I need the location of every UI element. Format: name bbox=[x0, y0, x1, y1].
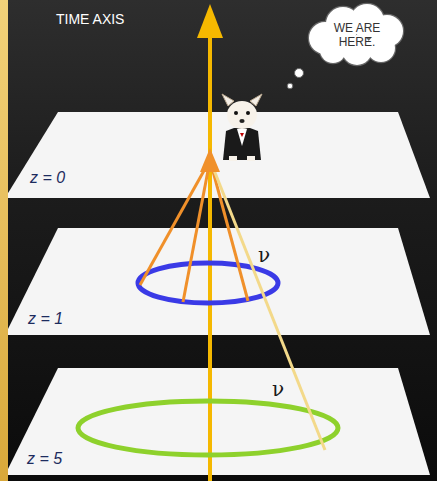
redshift-label: z = 1 bbox=[28, 310, 63, 328]
neutrino-symbol: ν bbox=[272, 379, 284, 399]
side-strip bbox=[0, 0, 8, 481]
thought-text: WE ARE HERE. bbox=[326, 21, 388, 50]
redshift-plane bbox=[5, 112, 430, 198]
redshift-plane: z = 0 bbox=[5, 112, 430, 198]
redshift-plane: z = 1 bbox=[5, 228, 430, 335]
neutrino-symbol: ν bbox=[258, 245, 270, 265]
redshift-plane bbox=[5, 368, 430, 475]
thought-cloud: WE ARE HERE. bbox=[303, 4, 411, 66]
axis-title: TIME AXIS bbox=[56, 12, 124, 26]
redshift-plane bbox=[5, 228, 430, 335]
redshift-plane: z = 5 bbox=[5, 368, 430, 475]
redshift-label: z = 0 bbox=[30, 169, 65, 187]
redshift-label: z = 5 bbox=[27, 450, 62, 468]
